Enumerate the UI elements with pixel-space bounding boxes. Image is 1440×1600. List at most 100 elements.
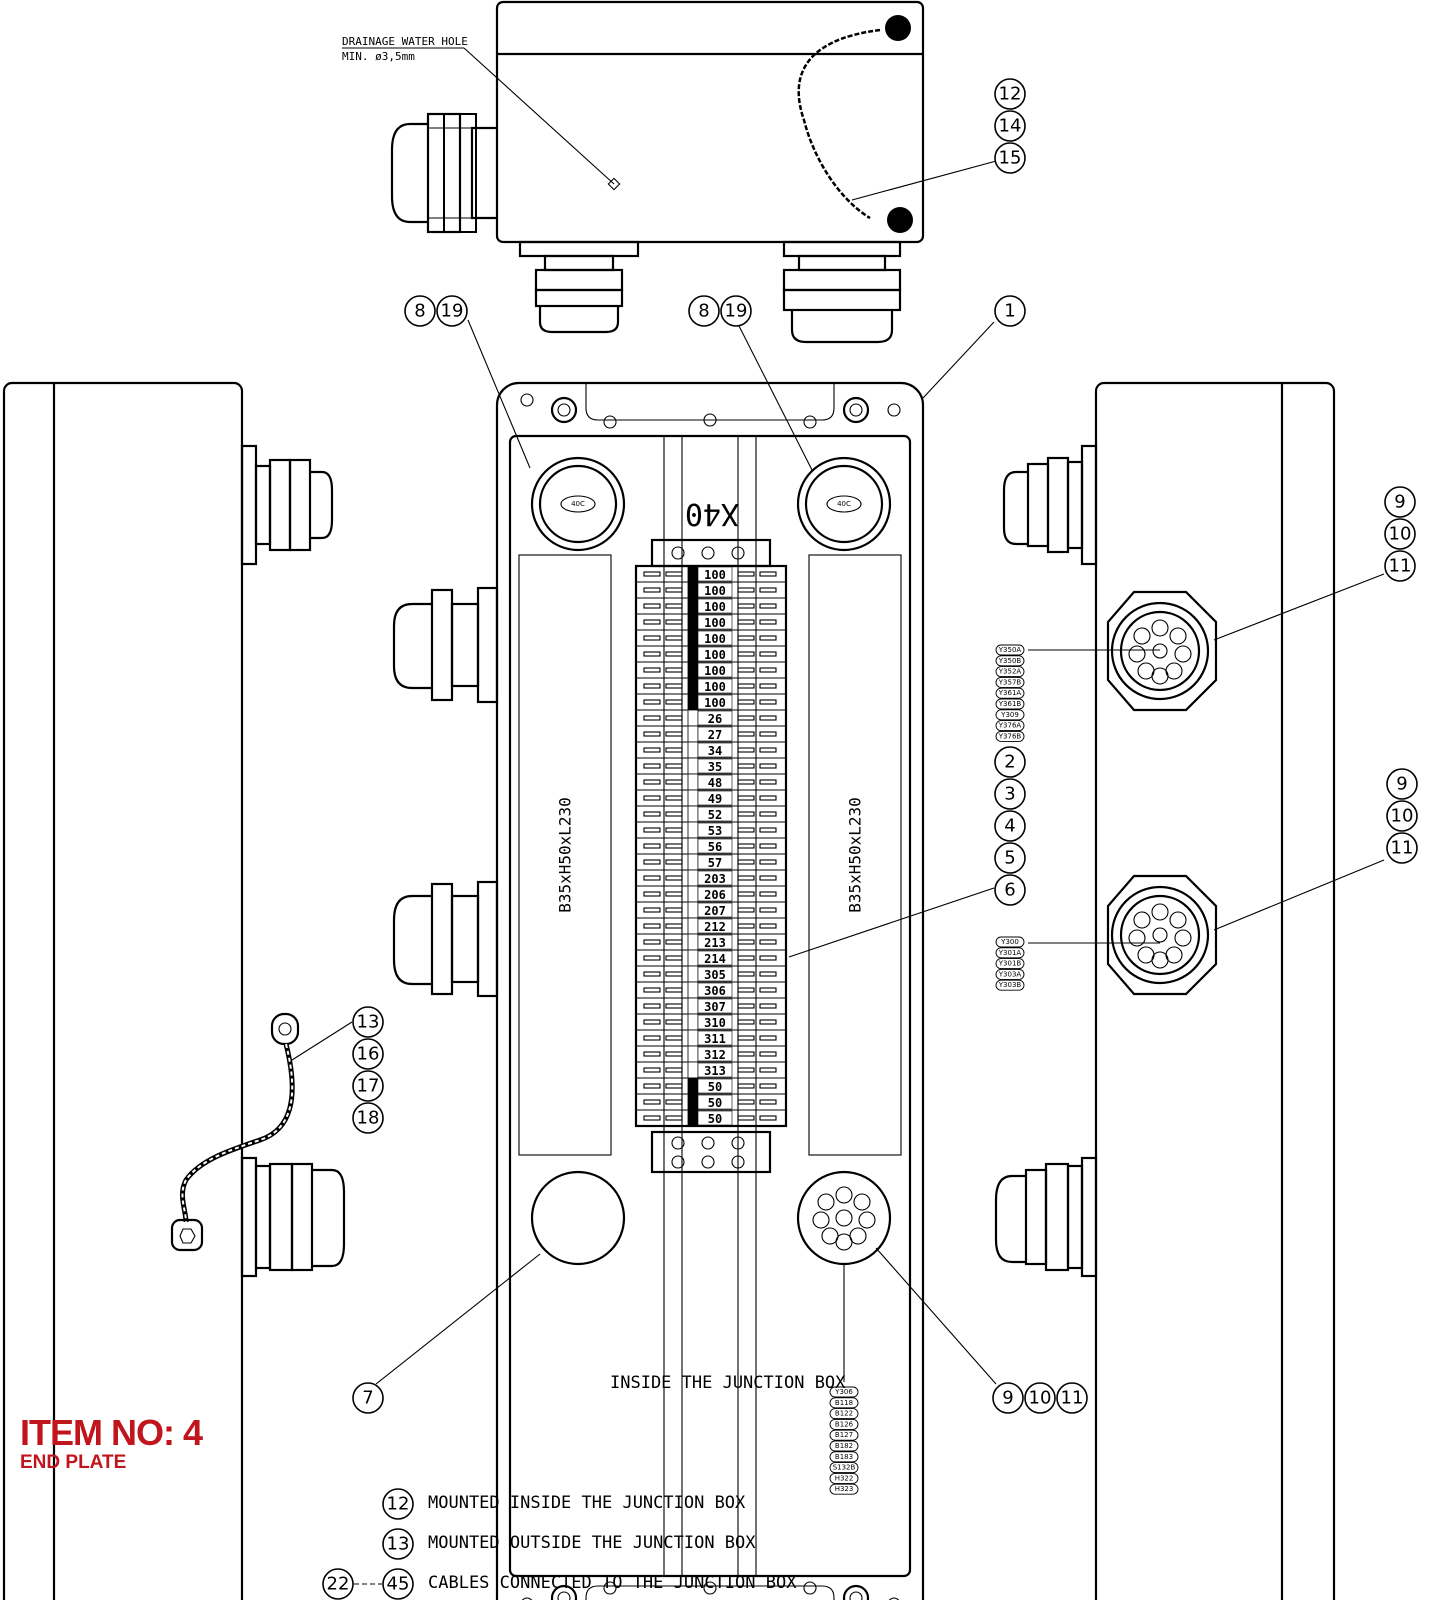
svg-text:8: 8 (698, 301, 709, 322)
right-view-multi-gland-upper (1106, 590, 1218, 712)
inside-junction-box-label: INSIDE THE JUNCTION BOX (610, 1373, 846, 1393)
terminal-label: 50 (708, 1080, 722, 1094)
svg-text:45: 45 (387, 1574, 410, 1595)
cable-tag: Y303B (995, 979, 1025, 991)
balloon-15: 15 (994, 142, 1026, 174)
terminal-label: 35 (708, 760, 722, 774)
cable-tag: Y306 (829, 1386, 859, 1398)
svg-text:10: 10 (1391, 806, 1414, 827)
terminal-5: 100 (636, 629, 786, 647)
legend-balloon-22: 22 (322, 1568, 354, 1600)
svg-text:Y303B: Y303B (998, 981, 1022, 989)
terminal-17: 53 (636, 821, 786, 839)
svg-text:B127: B127 (835, 1431, 853, 1439)
cable-tag: B183 (829, 1451, 859, 1463)
terminal-label: 214 (704, 952, 726, 966)
svg-text:Y357B: Y357B (998, 678, 1022, 686)
svg-text:B118: B118 (835, 1399, 853, 1407)
terminal-3: 100 (636, 597, 786, 615)
svg-text:Y376B: Y376B (998, 732, 1022, 740)
balloon-11-bottom: 11 (1056, 1382, 1088, 1414)
cable-tag: Y301B (995, 958, 1025, 970)
svg-text:5: 5 (1004, 848, 1015, 869)
terminal-strip: 1001001001001001001001001002627343548495… (634, 564, 788, 1128)
cable-tag: Y357B (995, 676, 1025, 688)
terminal-1: 100 (636, 565, 786, 583)
svg-text:22: 22 (327, 1574, 350, 1595)
terminal-9: 100 (636, 693, 786, 711)
terminal-label: 307 (704, 1000, 726, 1014)
svg-text:8: 8 (414, 301, 425, 322)
balloon-11-lower: 11 (1386, 832, 1418, 864)
balloon-8-left: 8 (404, 295, 436, 327)
svg-text:Y361B: Y361B (998, 700, 1022, 708)
terminal-25: 214 (636, 949, 786, 967)
plug-top-left: 40C (530, 456, 626, 552)
right-view-gland-lower (994, 1156, 1098, 1278)
terminal-label: 57 (708, 856, 722, 870)
terminal-21: 206 (636, 885, 786, 903)
svg-text:Y376A: Y376A (998, 722, 1022, 730)
terminal-27: 306 (636, 981, 786, 999)
balloon-4: 4 (994, 810, 1026, 842)
terminal-label: 52 (708, 808, 722, 822)
front-view: X40 B35xH50xL230 B35xH50xL230 1001001001… (375, 319, 997, 1600)
legend-text-inside: MOUNTED INSIDE THE JUNCTION BOX (428, 1493, 746, 1513)
terminal-label: 48 (708, 776, 722, 790)
terminal-19: 57 (636, 853, 786, 871)
balloon-7: 7 (352, 1382, 384, 1414)
balloon-13: 13 (352, 1006, 384, 1038)
terminal-label: 26 (708, 712, 722, 726)
svg-text:Y301A: Y301A (998, 949, 1022, 957)
svg-text:6: 6 (1004, 880, 1015, 901)
svg-text:9: 9 (1002, 1388, 1013, 1409)
left-view-gland-lower (240, 1156, 346, 1278)
blind-plug-bottom-left (530, 1170, 626, 1266)
balloon-9-lower: 9 (1386, 768, 1418, 800)
terminal-label: 100 (704, 664, 726, 678)
cable-tag: Y352A (995, 666, 1025, 678)
cable-tag: H322 (829, 1472, 859, 1484)
cable-tag: Y376A (995, 720, 1025, 732)
cable-tag: Y361A (995, 687, 1025, 699)
plug-label-left: 40C (571, 500, 585, 508)
svg-text:16: 16 (357, 1044, 380, 1065)
terminal-label: 100 (704, 696, 726, 710)
svg-text:Y303A: Y303A (998, 970, 1022, 978)
cable-tags-right-upper: Y350AY350BY352AY357BY361AY361BY309Y376AY… (995, 644, 1025, 742)
svg-text:Y306: Y306 (834, 1388, 853, 1396)
terminal-label: 100 (704, 584, 726, 598)
terminal-label: 27 (708, 728, 722, 742)
svg-text:18: 18 (357, 1108, 380, 1129)
cable-tag: Y300 (995, 936, 1025, 948)
balloon-2: 2 (994, 746, 1026, 778)
svg-text:H322: H322 (835, 1474, 854, 1482)
svg-text:3: 3 (1004, 784, 1015, 805)
balloon-14: 14 (994, 110, 1026, 142)
top-view: DRAINAGE WATER HOLE MIN. ø3,5mm (342, 0, 1001, 344)
terminal-label: 56 (708, 840, 722, 854)
legend-balloon-45: 45 (382, 1568, 414, 1600)
terminal-30: 311 (636, 1029, 786, 1047)
svg-text:9: 9 (1396, 774, 1407, 795)
svg-text:15: 15 (999, 148, 1022, 169)
left-side-view (2, 381, 353, 1600)
plug-top-right: 40C (796, 456, 892, 552)
balloon-8-right: 8 (688, 295, 720, 327)
svg-text:H323: H323 (835, 1485, 854, 1493)
right-view-gland-upper (1002, 444, 1098, 566)
end-stop-screws (671, 546, 745, 1169)
left-view-gland-upper (240, 444, 334, 566)
svg-text:S132B: S132B (833, 1464, 856, 1472)
drainage-note-line1: DRAINAGE WATER HOLE (342, 35, 468, 48)
left-view-earth-wire (170, 1012, 353, 1252)
balloon-19-left: 19 (436, 295, 468, 327)
item-name: END PLATE (20, 1452, 127, 1473)
terminal-31: 312 (636, 1045, 786, 1063)
cable-tag: H323 (829, 1483, 859, 1495)
terminal-label: 49 (708, 792, 722, 806)
terminal-label: 207 (704, 904, 726, 918)
terminal-label: 100 (704, 680, 726, 694)
terminal-33: 50 (636, 1077, 786, 1095)
